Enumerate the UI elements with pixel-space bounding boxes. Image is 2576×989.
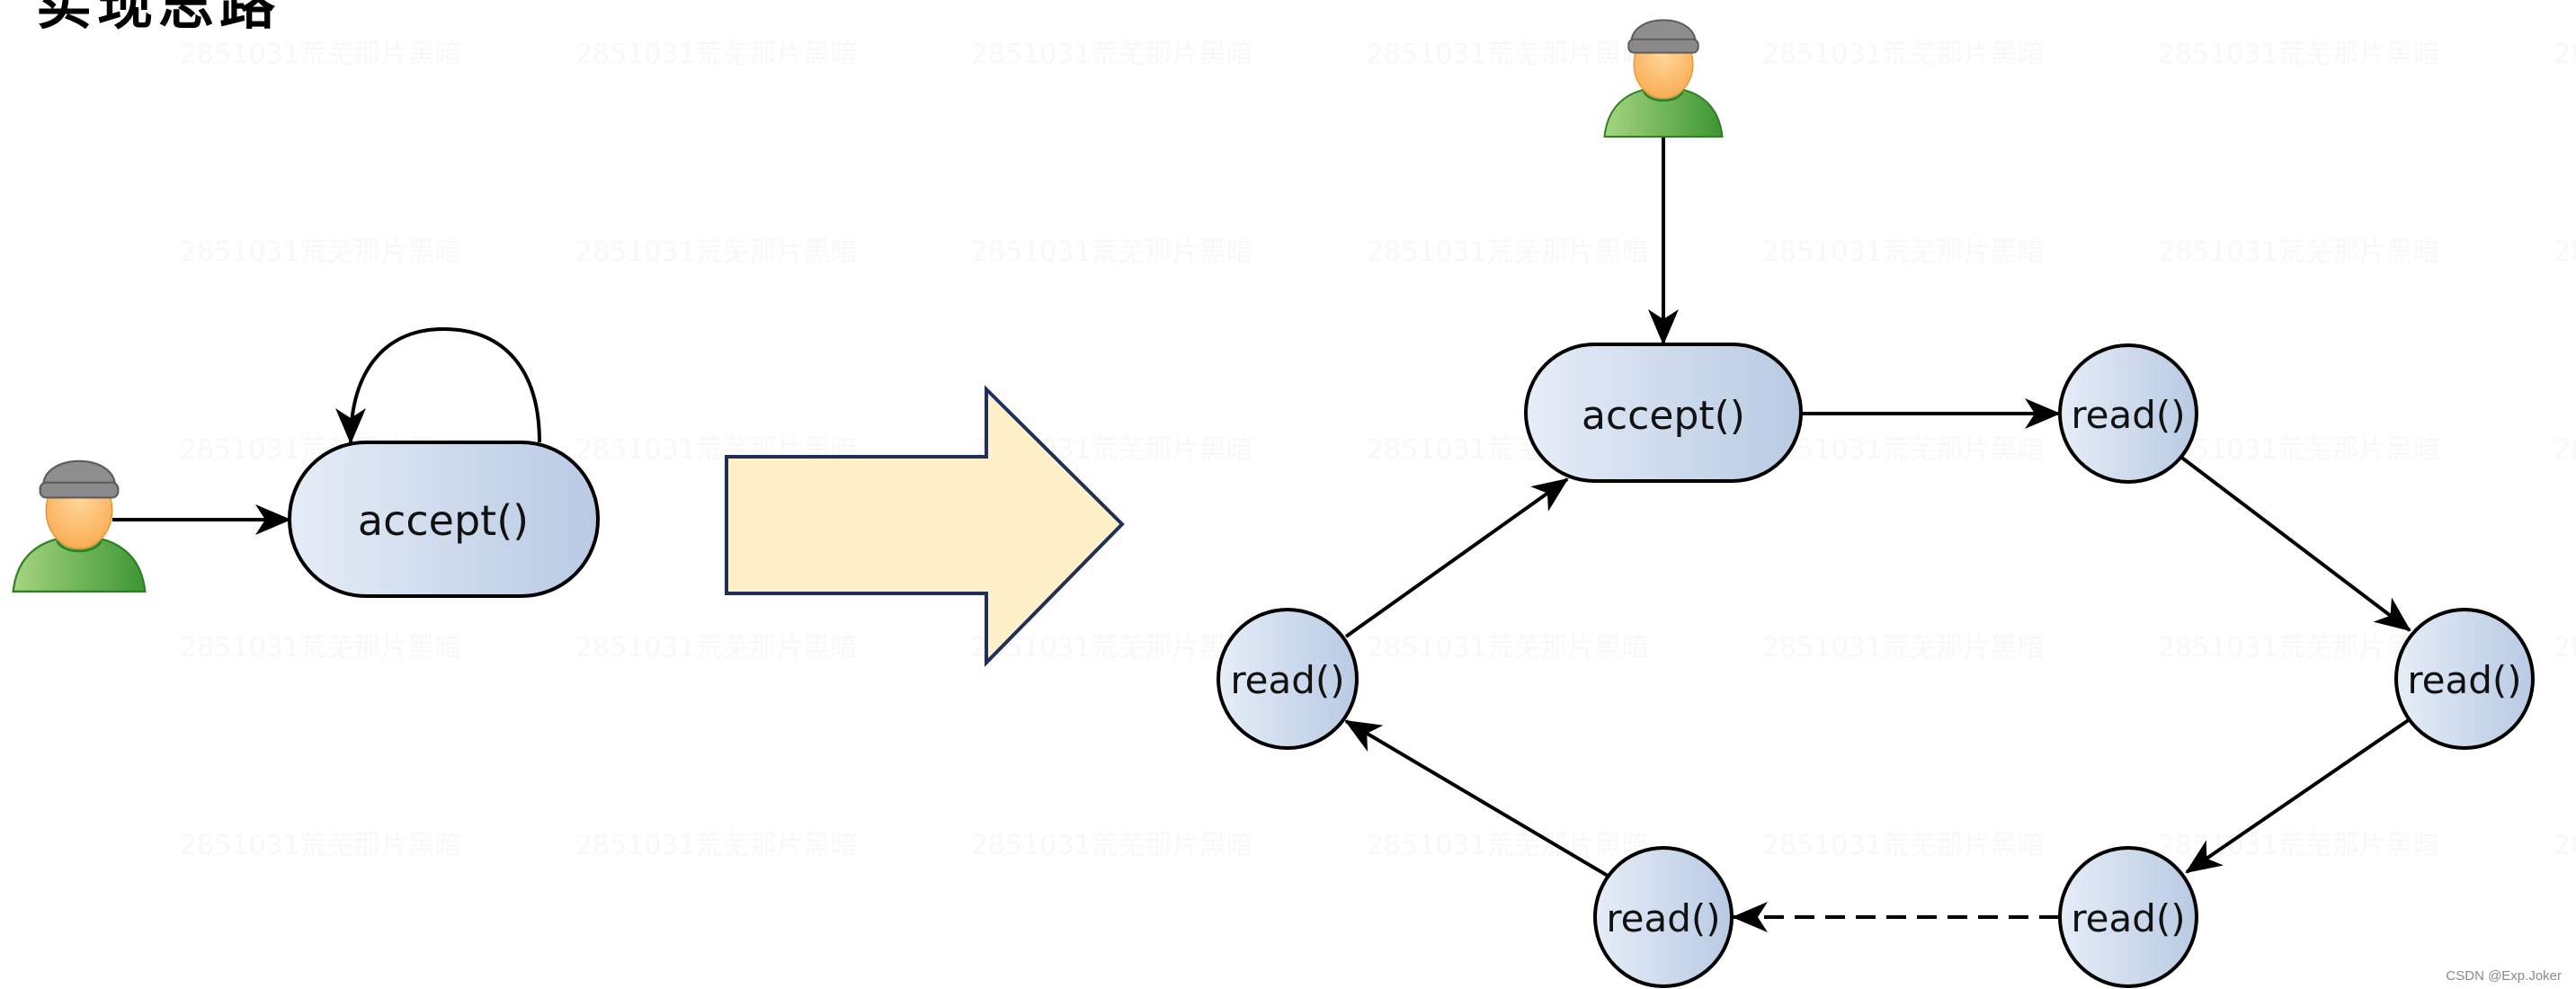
self-loop-edge (335, 326, 541, 444)
watermark-text: 2851031荒芜那片黑暗 (2158, 39, 2440, 70)
user-icon (12, 459, 147, 593)
watermark-text: 2851031荒芜那片黑暗 (2158, 236, 2440, 268)
watermark-text: 2851031荒芜那片黑暗 (2554, 830, 2576, 861)
watermark-text: 2851031荒芜那片黑暗 (1367, 632, 1649, 664)
read-node-bottom-left (1593, 846, 1734, 988)
accept-node-right-label: accept() (1582, 393, 1745, 439)
read-node-right (2394, 608, 2535, 750)
watermark-text: 2851031荒芜那片黑暗 (2158, 434, 2440, 466)
watermark-text: 2851031荒芜那片黑暗 (971, 236, 1253, 268)
edge-read-tr-to-read-r (2178, 454, 2411, 632)
watermark-text: 2851031荒芜那片黑暗 (1762, 434, 2045, 466)
edge-read-r-to-read-br (2185, 717, 2411, 874)
read-node-top-right (2058, 343, 2198, 484)
watermark-text: 2851031荒芜那片黑暗 (971, 830, 1253, 861)
user-icon-top (1603, 19, 1724, 138)
read-node-left (1217, 608, 1359, 750)
edge-read-bl-to-read-l (1344, 719, 1609, 878)
watermark-text: 2851031荒芜那片黑暗 (1367, 830, 1649, 861)
read-node-top-right-label: read() (2071, 393, 2185, 437)
watermark-text: 2851031荒芜那片黑暗 (1367, 236, 1649, 268)
watermark-text: 2851031荒芜那片黑暗 (575, 236, 858, 268)
watermark-text: 2851031荒芜那片黑暗 (575, 39, 858, 70)
watermark-text: 2851031荒芜那片黑暗 (2554, 39, 2576, 70)
right-diagram: accept() read() read() read() read() rea… (1217, 19, 2535, 988)
cropped-heading: 实现思路 (36, 0, 281, 37)
watermark-text: 2851031荒芜那片黑暗 (1367, 39, 1649, 70)
watermark-text: 2851031荒芜那片黑暗 (1762, 632, 2045, 664)
read-node-bottom-left-label: read() (1606, 896, 1720, 940)
watermark-text: 2851031荒芜那片黑暗 (180, 830, 462, 861)
read-node-right-label: read() (2407, 658, 2521, 702)
watermark-text: 2851031荒芜那片黑暗 (180, 632, 462, 664)
watermark-text: 2851031荒芜那片黑暗 (2554, 434, 2576, 466)
read-node-left-label: read() (1230, 658, 1344, 702)
watermark-text: 2851031荒芜那片黑暗 (2158, 830, 2440, 861)
transition-arrow-icon (725, 385, 1125, 667)
watermark-text: 2851031荒芜那片黑暗 (180, 39, 462, 70)
watermark-text: 2851031荒芜那片黑暗 (575, 830, 858, 861)
watermark-text: 2851031荒芜那片黑暗 (2554, 632, 2576, 664)
watermark-text: 2851031荒芜那片黑暗 (1762, 236, 2045, 268)
accept-node (288, 441, 600, 598)
accept-node-label: accept() (358, 496, 529, 545)
watermark-text: 2851031荒芜那片黑暗 (575, 632, 858, 664)
watermark-text: 2851031荒芜那片黑暗 (1762, 830, 2045, 861)
accept-node-right (1524, 343, 1803, 483)
watermark-text: 2851031荒芜那片黑暗 (2554, 236, 2576, 268)
read-node-bottom-right (2058, 846, 2198, 988)
read-node-bottom-right-label: read() (2071, 896, 2185, 940)
watermark-text: 2851031荒芜那片黑暗 (971, 39, 1253, 70)
left-diagram: accept() (12, 326, 600, 598)
edge-read-l-to-accept (1344, 477, 1569, 638)
watermark-text: 2851031荒芜那片黑暗 (180, 236, 462, 268)
credit-watermark: CSDN @Exp.Joker (2446, 968, 2562, 984)
watermark-text: 2851031荒芜那片黑暗 (1762, 39, 2045, 70)
